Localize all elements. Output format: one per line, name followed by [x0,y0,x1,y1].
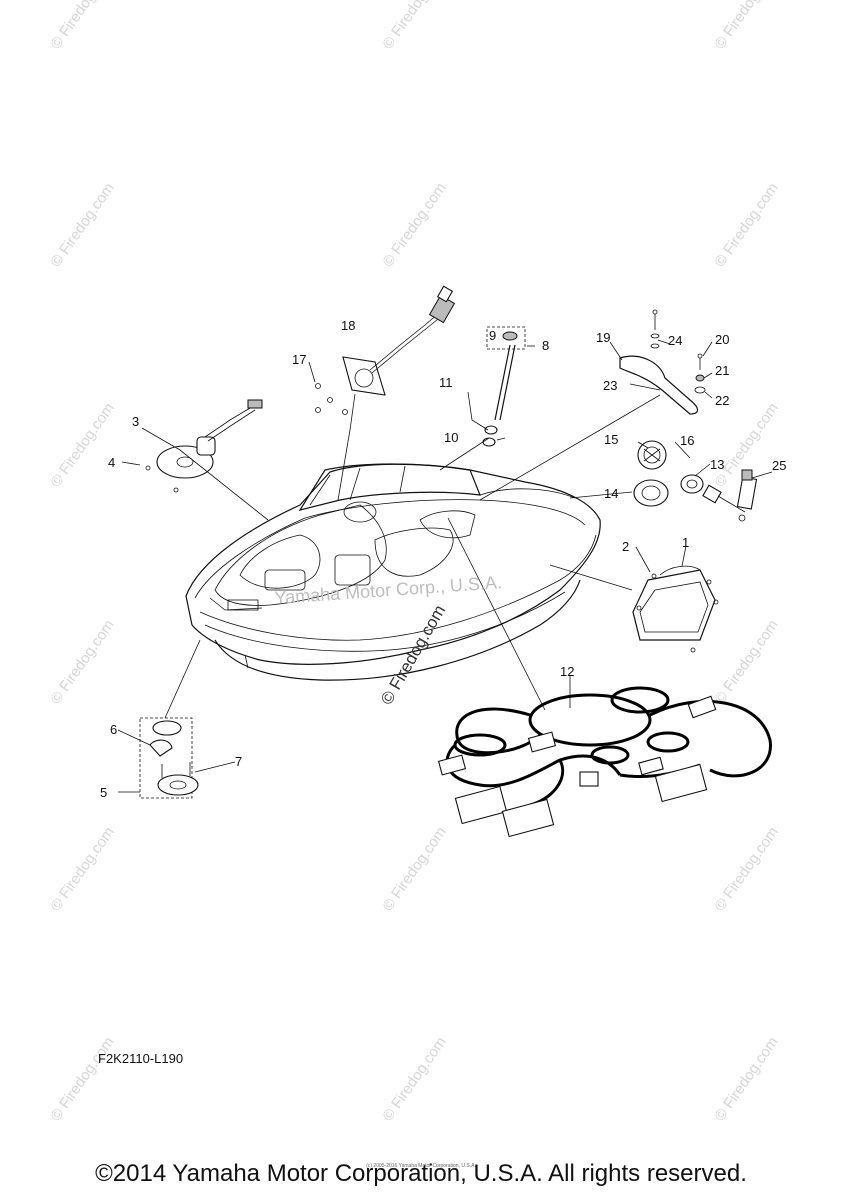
watermark-tile: © Firedog.com [711,617,781,708]
part-grommets [633,440,758,522]
callout-21: 21 [715,363,729,378]
callout-14: 14 [604,486,618,501]
watermark-tile: © Firedog.com [47,400,117,491]
watermark-tile: © Firedog.com [711,180,781,271]
leader-lines [117,339,773,793]
callout-7: 7 [235,754,242,769]
part-3-battery-switch [145,399,263,493]
callout-20: 20 [715,332,729,347]
callout-17: 17 [292,352,306,367]
diagram-code: F2K2110-L190 [98,1051,184,1066]
watermark-tile: © Firedog.com [379,1034,449,1125]
callout-9: 9 [489,328,496,343]
callout-3: 3 [132,414,139,429]
watermark-tile: © Firedog.com [711,824,781,915]
callout-8: 8 [542,338,549,353]
callout-19: 19 [596,330,610,345]
watermark-tile: © Firedog.com [47,1034,117,1125]
callout-16: 16 [680,433,694,448]
watermark-tile: © Firedog.com [711,1034,781,1125]
callout-5: 5 [100,785,107,800]
callout-22: 22 [715,393,729,408]
watermark-tile: © Firedog.com [47,180,117,271]
part-1-storage-box [632,565,719,653]
copyright-notice: ©2014 Yamaha Motor Corporation, U.S.A. A… [95,1160,747,1187]
watermark-tile: © Firedog.com [379,0,449,52]
watermark-tile: © Firedog.com [47,0,117,52]
watermark-tiles: © Firedog.com © Firedog.com © Firedog.co… [47,0,781,1124]
small-copyright: (c) 2005-2016 Yamaha Motor Corporation, … [366,1163,476,1169]
callout-12: 12 [560,664,574,679]
callout-2: 2 [622,539,629,554]
callout-10: 10 [444,430,458,445]
watermark-tile: © Firedog.com [379,824,449,915]
boat-hull [185,463,601,681]
part-12-wire-harness [437,686,772,838]
part-5-drain-plug [139,717,199,799]
part-23-bracket [619,309,706,415]
callout-4: 4 [108,455,115,470]
callout-1: 1 [682,535,689,550]
callout-13: 13 [710,457,724,472]
callout-23: 23 [603,378,617,393]
watermark-tile: © Firedog.com [711,0,781,52]
callout-25: 25 [772,458,786,473]
watermark-tile: © Firedog.com [379,180,449,271]
callout-24: 24 [668,333,682,348]
yamaha-watermark: Yamaha Motor Corp., U.S.A. [274,572,503,608]
part-8-antenna [482,326,526,447]
callout-15: 15 [604,432,618,447]
callout-11: 11 [439,375,453,390]
watermark-tile: © Firedog.com [47,617,117,708]
callout-18: 18 [341,318,355,333]
watermark-tile: © Firedog.com [47,824,117,915]
callout-6: 6 [110,722,117,737]
callout-numbers: 1 2 3 4 5 6 7 8 9 10 11 12 13 14 15 16 1… [100,318,786,800]
part-18-plate [315,285,456,415]
center-watermark: © Firedog.com [377,602,449,708]
